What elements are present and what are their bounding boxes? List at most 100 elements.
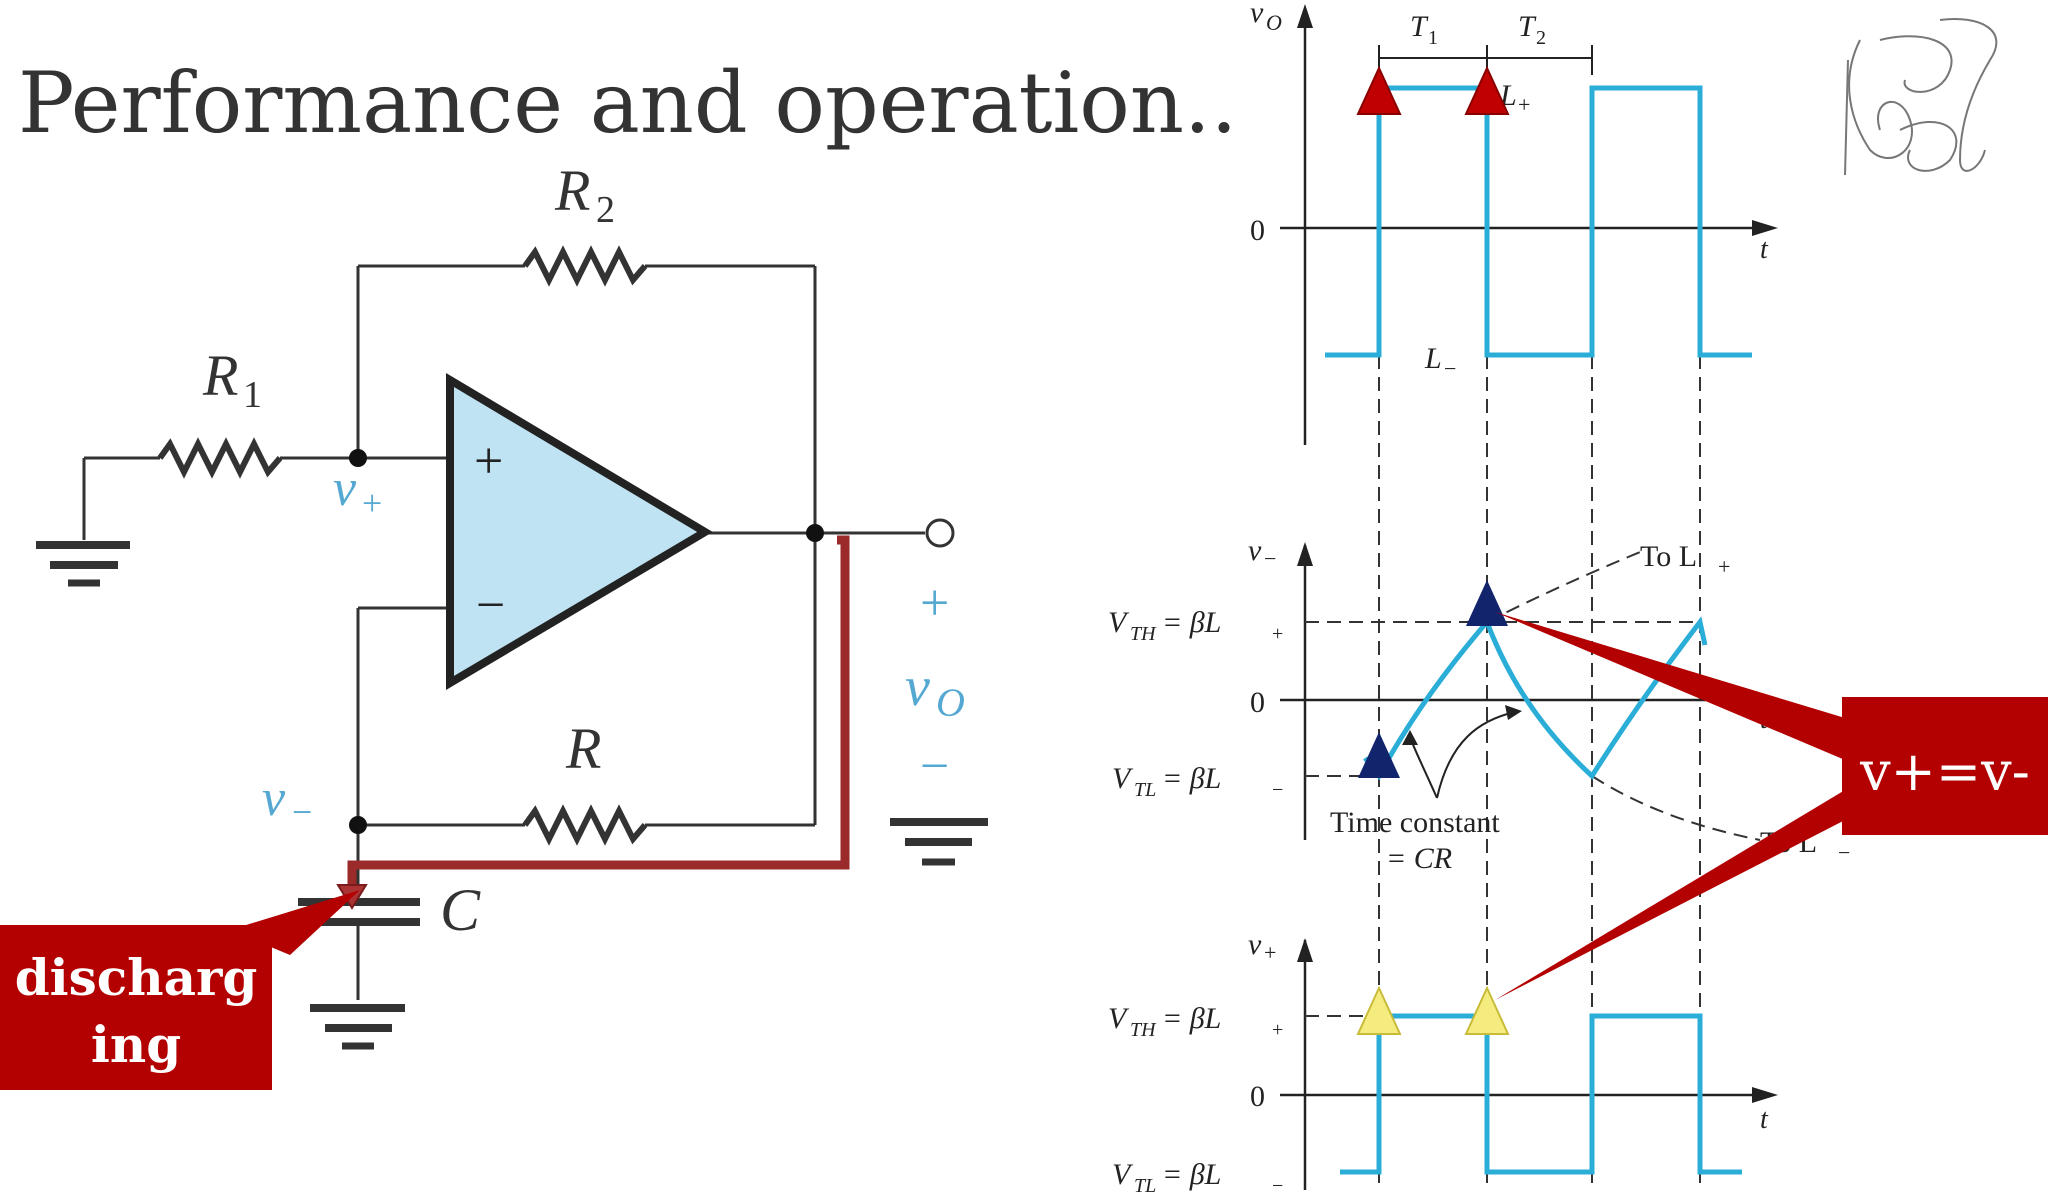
svg-text:−: − — [1444, 356, 1456, 381]
label-T2: T 2 — [1518, 10, 1546, 49]
svg-text:TL: TL — [1134, 1175, 1156, 1195]
svg-text:v: v — [262, 770, 286, 827]
svg-text:TH: TH — [1130, 1019, 1157, 1041]
callout-vplus-eq-vminus-text: v+=v- — [1859, 740, 2030, 803]
svg-text:= βL: = βL — [1162, 762, 1221, 795]
op-amp-plus-label: + — [474, 433, 503, 490]
label-bot-t: t — [1760, 1104, 1769, 1135]
label-out-minus: − — [920, 738, 949, 795]
label-mid-zero: 0 — [1250, 686, 1265, 719]
svg-text:V: V — [1108, 1002, 1130, 1035]
label-vo: v O — [905, 656, 965, 725]
label-bot-y: v + — [1248, 928, 1276, 965]
svg-text:+: + — [1718, 554, 1730, 579]
label-time-constant-cr: = CR — [1386, 842, 1452, 875]
svg-text:+: + — [1272, 1019, 1283, 1041]
label-top-t: t — [1760, 234, 1769, 265]
axis-arrowheads — [1297, 4, 1778, 1103]
svg-text:+: + — [1264, 940, 1276, 965]
marker-navy-1 — [1466, 580, 1508, 626]
node-vminus — [349, 816, 367, 834]
label-time-constant: Time constant — [1330, 806, 1500, 839]
svg-text:+: + — [362, 483, 382, 523]
svg-text:R: R — [554, 158, 590, 223]
marker-yellow-2 — [1464, 985, 1510, 1035]
svg-text:R: R — [202, 343, 238, 408]
svg-text:v: v — [905, 656, 930, 718]
svg-text:v: v — [1248, 928, 1262, 961]
op-amp-minus-label: − — [476, 577, 505, 634]
callout-discharging-line1: discharg — [15, 948, 258, 1007]
svg-text:T: T — [1410, 10, 1429, 43]
label-bot-zero: 0 — [1250, 1080, 1265, 1113]
svg-text:1: 1 — [243, 374, 262, 416]
monogram-logo — [1844, 18, 1998, 176]
time-constant-arrows — [1409, 711, 1516, 799]
label-Lminus: L − — [1424, 342, 1456, 381]
svg-text:−: − — [1272, 779, 1283, 801]
svg-text:V: V — [1108, 606, 1130, 639]
svg-text:2: 2 — [596, 189, 615, 231]
node-vplus — [349, 449, 367, 467]
resistor-r — [522, 804, 648, 846]
svg-text:−: − — [1264, 546, 1276, 571]
svg-text:V: V — [1112, 1158, 1134, 1191]
svg-text:= βL: = βL — [1162, 1158, 1221, 1191]
resistor-r1 — [157, 437, 283, 479]
svg-text:v: v — [333, 460, 357, 517]
slide-title: Performance and operation.. — [18, 54, 1237, 152]
svg-text:v: v — [1248, 534, 1262, 567]
label-to-lplus: To L + — [1640, 540, 1730, 579]
marker-red-1 — [1356, 65, 1402, 115]
svg-text:+: + — [1272, 623, 1283, 645]
svg-text:−: − — [1838, 840, 1850, 865]
label-vplus: v + — [333, 460, 382, 523]
tc-arrowhead-2 — [1505, 705, 1522, 720]
svg-text:v: v — [1250, 0, 1264, 29]
resistor-r2 — [522, 245, 648, 287]
svg-text:1: 1 — [1428, 27, 1438, 49]
node-output — [806, 524, 824, 542]
label-bot-vth: V TH = βL + — [1108, 1002, 1283, 1041]
svg-text:T: T — [1518, 10, 1537, 43]
waveform-vplus — [1340, 1013, 1742, 1175]
callout-right-pointer-upper — [1495, 612, 1845, 760]
callout-right-pointer-lower — [1495, 790, 1845, 1000]
output-terminal — [925, 518, 955, 548]
svg-text:−: − — [292, 792, 312, 832]
tc-arrowhead-1 — [1402, 730, 1418, 745]
discharge-path — [347, 535, 850, 885]
svg-text:V: V — [1112, 762, 1134, 795]
marker-yellow-1 — [1356, 985, 1402, 1035]
label-T1: T 1 — [1410, 10, 1438, 49]
label-vminus: v − — [262, 770, 312, 832]
svg-text:2: 2 — [1536, 27, 1546, 49]
svg-text:To L: To L — [1640, 540, 1697, 573]
label-r1: R 1 — [202, 343, 262, 416]
waveform-vo — [1325, 85, 1752, 358]
label-mid-y: v − — [1248, 534, 1276, 571]
svg-text:+: + — [1518, 92, 1530, 117]
op-amp — [446, 372, 713, 691]
svg-text:O: O — [936, 680, 965, 725]
svg-text:L: L — [1424, 342, 1442, 375]
callout-discharging-line2: ing — [91, 1015, 181, 1074]
label-r2: R 2 — [554, 158, 615, 231]
label-mid-vtl: V TL = βL − — [1112, 762, 1283, 801]
svg-text:TL: TL — [1134, 779, 1156, 801]
callout-vplus-eq-vminus — [1842, 697, 2048, 835]
svg-text:TH: TH — [1130, 623, 1157, 645]
svg-text:−: − — [1272, 1175, 1283, 1195]
svg-text:= βL: = βL — [1162, 606, 1221, 639]
svg-text:O: O — [1266, 10, 1282, 35]
callout-discharging — [0, 925, 272, 1090]
label-top-zero: 0 — [1250, 214, 1265, 247]
marker-red-2 — [1464, 65, 1510, 115]
label-r: R — [565, 716, 601, 781]
marker-navy-2 — [1358, 732, 1400, 778]
label-bot-vtl: V TL = βL − — [1112, 1158, 1283, 1195]
label-out-plus: + — [920, 575, 949, 632]
period-markers — [1378, 45, 1593, 75]
svg-text:= βL: = βL — [1162, 1002, 1221, 1035]
